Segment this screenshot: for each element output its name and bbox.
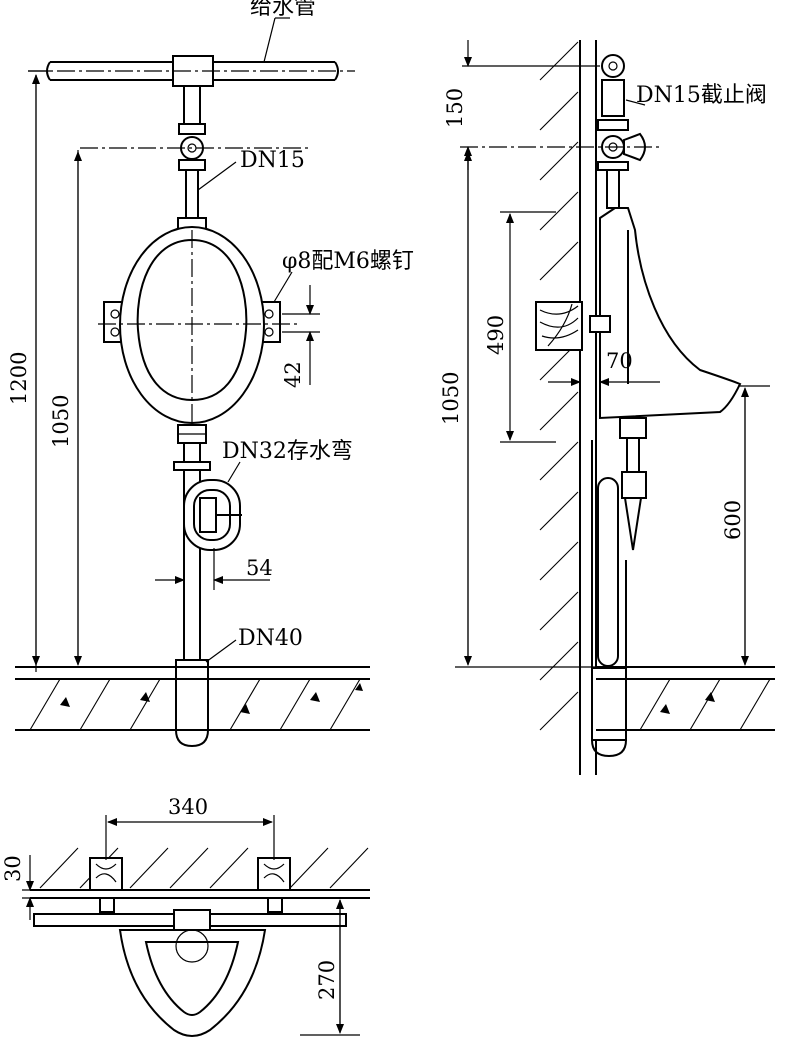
dn40-label: DN40 [238, 626, 303, 651]
urinal-plan [118, 929, 267, 1037]
urinal-front [98, 226, 300, 444]
dim-30-text: 30 [1, 855, 25, 882]
floor-front [15, 666, 370, 731]
dim-150-text: 150 [443, 88, 467, 128]
dim-600-text: 600 [721, 500, 745, 540]
dim-1200-text: 1200 [7, 352, 31, 405]
floor-side [596, 666, 775, 731]
dn15-branch [80, 85, 310, 231]
dim-1050-side-text: 1050 [439, 372, 463, 425]
wall-side [539, 40, 597, 775]
supply-pipe-side [460, 54, 660, 209]
screw-label: φ8配M6螺钉 [282, 249, 414, 274]
plan-view: 340 30 270 [1, 795, 370, 1037]
dim-1200 [28, 70, 50, 672]
dim-490 [500, 211, 556, 443]
dim-30 [22, 855, 44, 920]
dim-70-text: 70 [606, 349, 633, 373]
dim-270 [300, 899, 360, 1036]
dim-54-text: 54 [246, 556, 273, 580]
drain-side [591, 417, 647, 758]
supply-pipe-label: 给水管 [250, 0, 316, 20]
dim-1050-front-text: 1050 [49, 395, 73, 448]
dn15-label: DN15 [240, 148, 305, 173]
urinal-side [589, 207, 742, 420]
dn15-valve-label: DN15截止阀 [636, 83, 767, 108]
dim-490-text: 490 [484, 315, 508, 355]
supply-pipe [28, 17, 355, 87]
side-view: DN15截止阀 [439, 40, 775, 775]
dim-1050-side [455, 150, 596, 668]
front-view: 给水管 DN15 [7, 0, 414, 748]
wall-plan [30, 847, 370, 899]
screw-leader [273, 271, 293, 303]
dim-600 [738, 385, 770, 666]
wood-block [535, 301, 583, 351]
dim-42 [282, 285, 320, 385]
trap-label: DN32存水弯 [222, 439, 353, 464]
dim-270-text: 270 [315, 960, 339, 1000]
dim-42-text: 42 [281, 361, 305, 388]
dim-340 [105, 815, 275, 860]
drain-and-trap [173, 443, 242, 660]
dim-340-text: 340 [168, 795, 208, 819]
